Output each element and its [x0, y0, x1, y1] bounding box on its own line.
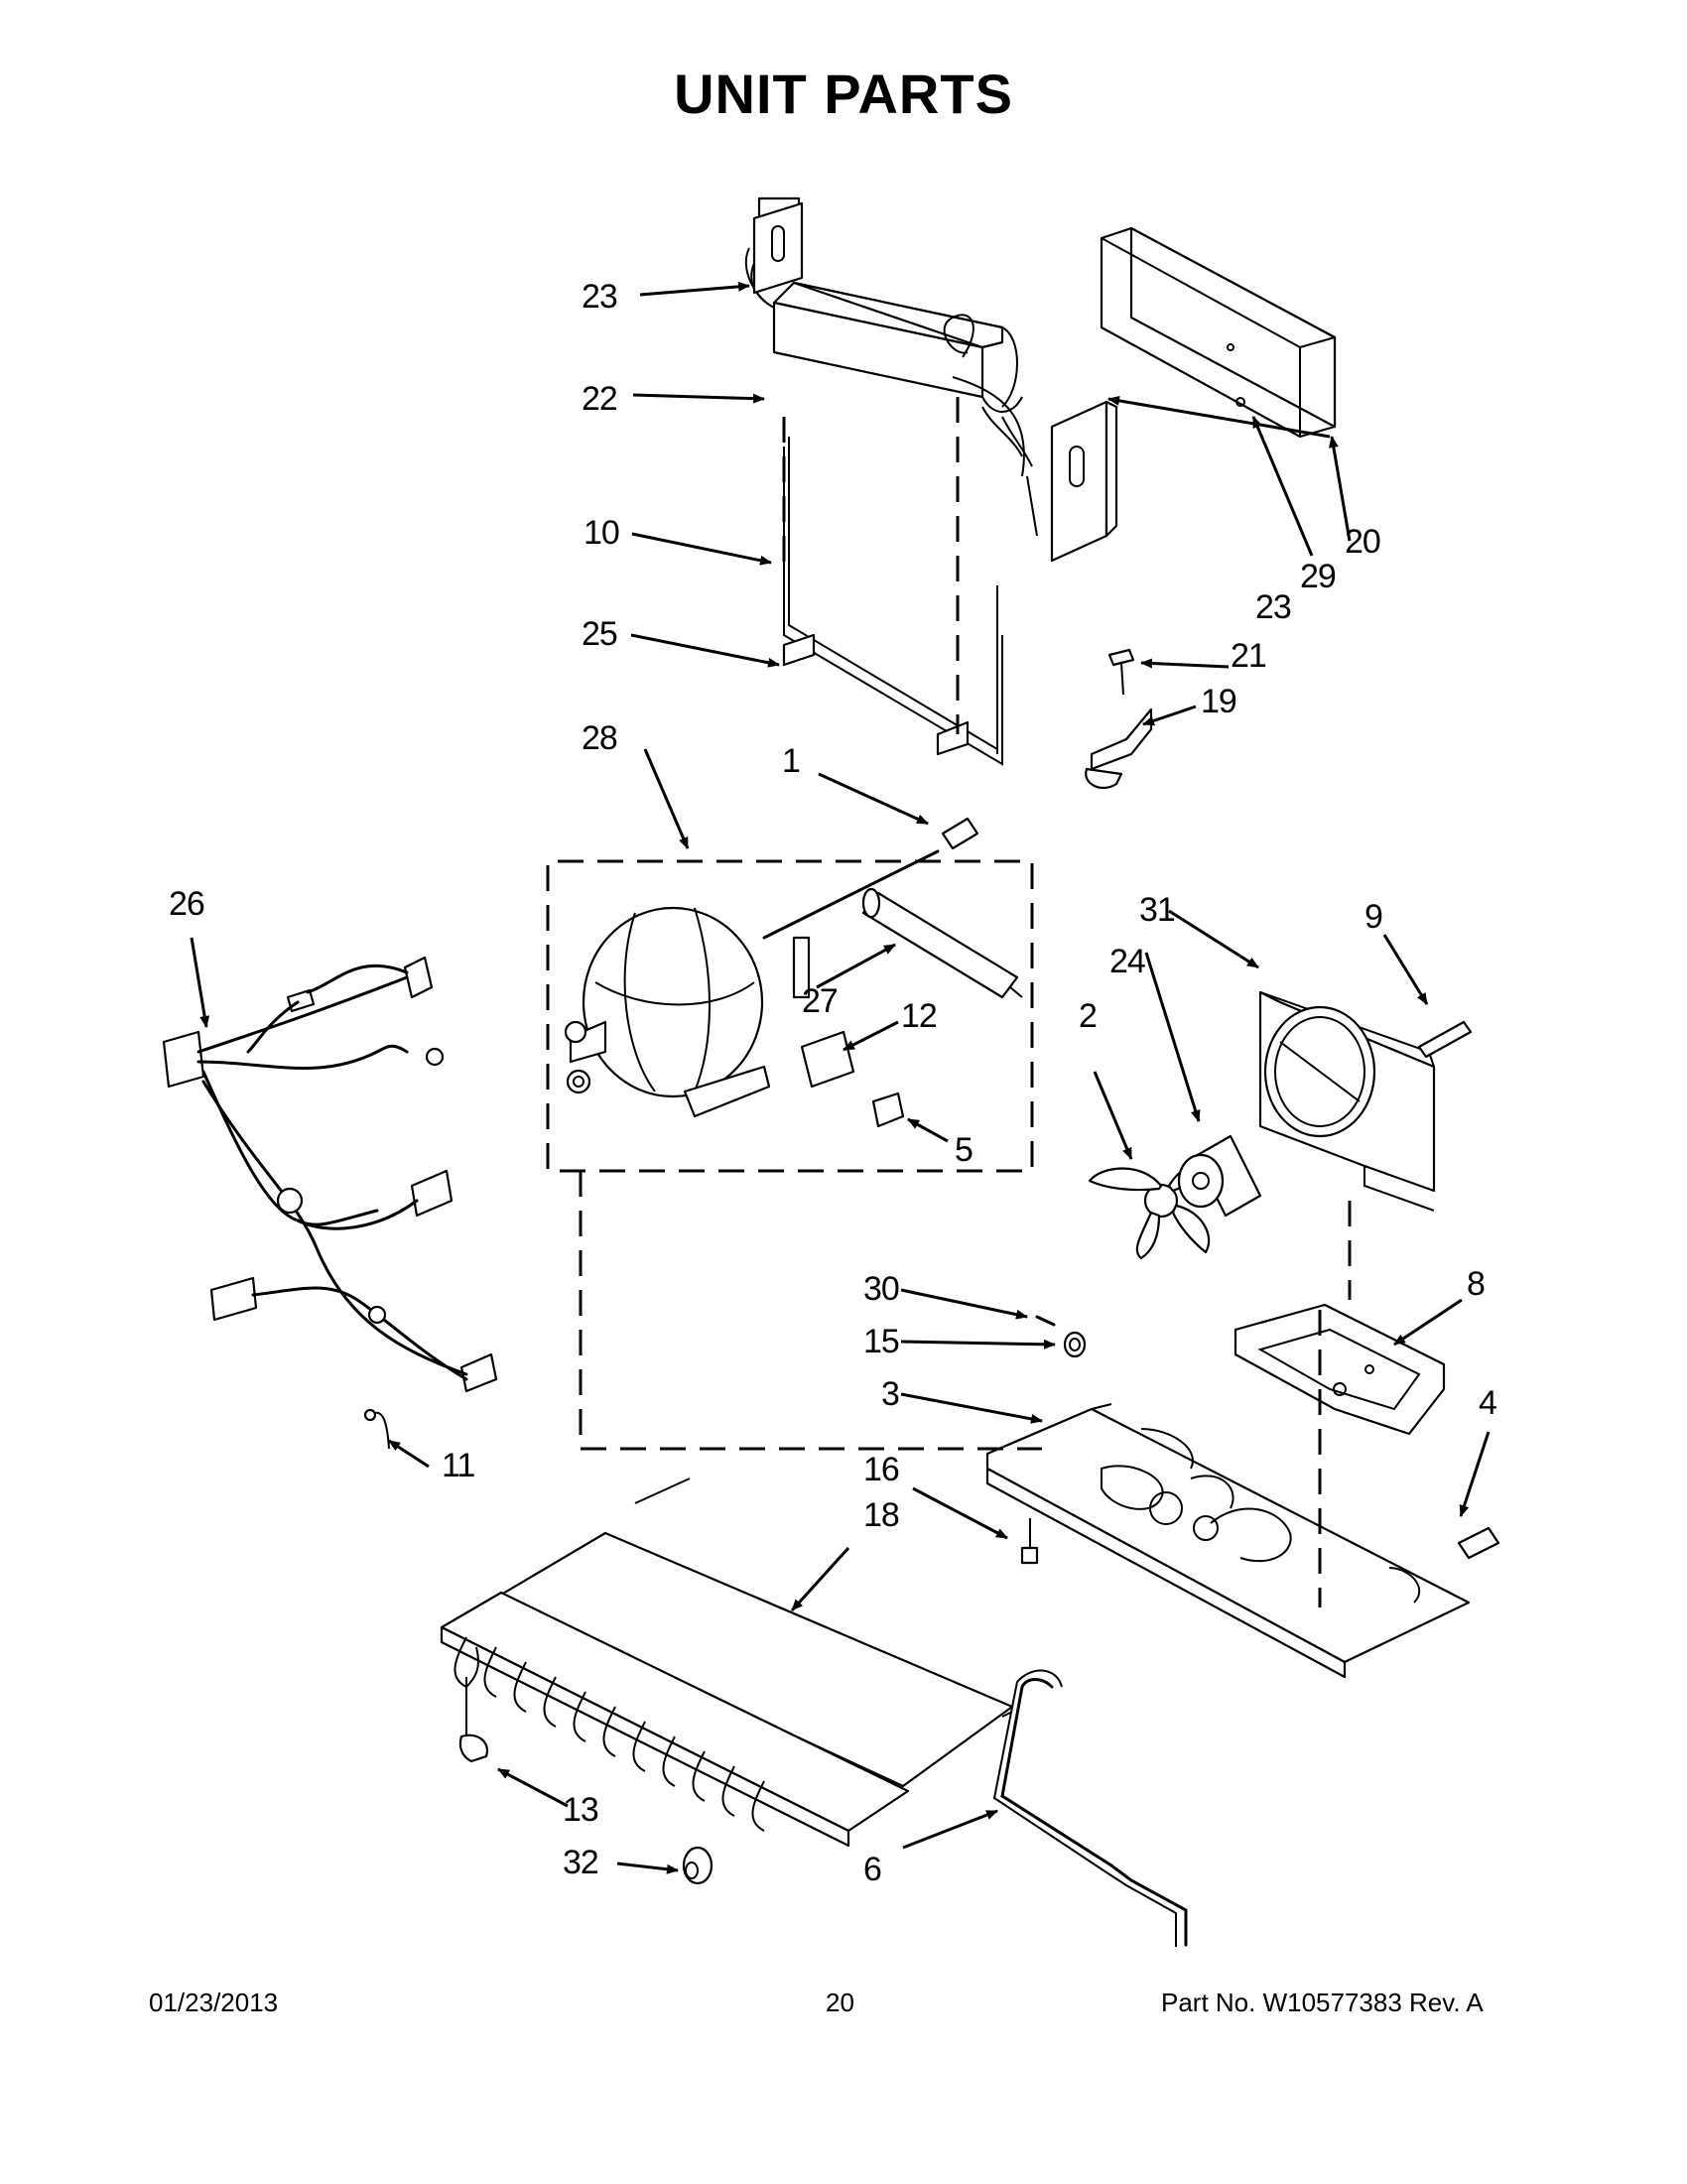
- callout-13: 13: [563, 1791, 598, 1829]
- callout-16: 16: [863, 1451, 899, 1488]
- callout-22: 22: [582, 380, 617, 418]
- fan-motor-part-24: [1177, 1134, 1262, 1218]
- callout-4: 4: [1479, 1384, 1496, 1422]
- screw-part-9: [1417, 1020, 1473, 1059]
- base-plate-part-3: [985, 1407, 1471, 1679]
- clip-part-11: [363, 1408, 390, 1450]
- callout-31: 31: [1139, 891, 1175, 929]
- page-title: UNIT PARTS: [674, 63, 1013, 125]
- callout-arrows: [190, 281, 1491, 1874]
- compressor-kit-box-part-28: [546, 859, 1034, 1173]
- callout-5: 5: [955, 1131, 973, 1169]
- footer-date: 01/23/2013: [149, 1988, 279, 2017]
- callout-2: 2: [1079, 997, 1097, 1035]
- callout-labels: 23 22 10 25 28 1 27 12 5 20 29 23 21 19 …: [169, 278, 1497, 1888]
- relay-part-12: [800, 1030, 855, 1089]
- screw-part-16: [1020, 1518, 1039, 1565]
- screw-part-4: [1457, 1526, 1500, 1560]
- callout-15: 15: [863, 1323, 899, 1360]
- callout-27: 27: [802, 982, 838, 1020]
- wiring-harness-part-26: [162, 956, 498, 1393]
- callout-23-top: 23: [582, 278, 617, 316]
- callout-6: 6: [863, 1851, 881, 1888]
- callout-8: 8: [1467, 1265, 1485, 1303]
- screw-part-21: [1107, 648, 1135, 696]
- callout-24: 24: [1109, 943, 1145, 980]
- bracket-part-23-right: [1050, 400, 1118, 563]
- footer-page-number: 20: [826, 1988, 854, 2017]
- fan-shroud-part-31: [1258, 990, 1436, 1212]
- tape-part-30: [1035, 1315, 1056, 1327]
- callout-12: 12: [901, 997, 937, 1035]
- defrost-heater-part-25: [782, 437, 1003, 766]
- drier-part-27: [861, 887, 1023, 999]
- callout-32: 32: [563, 1844, 598, 1881]
- callout-23-right: 23: [1255, 588, 1291, 626]
- callout-29: 29: [1300, 558, 1336, 595]
- clip-part-13: [458, 1734, 489, 1763]
- bracket-part-23-left: [752, 201, 804, 295]
- footer-part-number: Part No. W10577383 Rev. A: [1161, 1988, 1484, 2017]
- screw-part-1: [941, 817, 979, 850]
- callout-11: 11: [442, 1447, 474, 1484]
- callout-25: 25: [582, 615, 617, 653]
- fan-bracket-part-8: [1233, 1303, 1446, 1436]
- tube-line: [1091, 1403, 1112, 1410]
- condenser-part-18: [440, 1477, 1014, 1848]
- callout-26: 26: [169, 885, 204, 923]
- callout-18: 18: [863, 1496, 899, 1534]
- clip-part-19: [1085, 707, 1153, 790]
- callout-30: 30: [863, 1270, 899, 1308]
- compressor-part-28: [564, 906, 811, 1118]
- duct-channel-part-20: [1100, 226, 1337, 439]
- callout-19: 19: [1201, 683, 1236, 720]
- callout-1: 1: [782, 742, 800, 780]
- callout-20: 20: [1345, 523, 1380, 561]
- callout-28: 28: [582, 719, 617, 757]
- tube-line: [762, 849, 940, 940]
- overload-part-5: [871, 1092, 905, 1128]
- tube-part-6: [992, 1669, 1188, 1947]
- callout-10: 10: [584, 514, 619, 552]
- callout-3: 3: [881, 1375, 899, 1413]
- alignment-dashline: [579, 1171, 1042, 1451]
- grommet-part-32: [682, 1846, 714, 1885]
- callout-9: 9: [1364, 898, 1382, 936]
- grommet-part-15: [1063, 1331, 1087, 1358]
- callout-21: 21: [1231, 637, 1266, 675]
